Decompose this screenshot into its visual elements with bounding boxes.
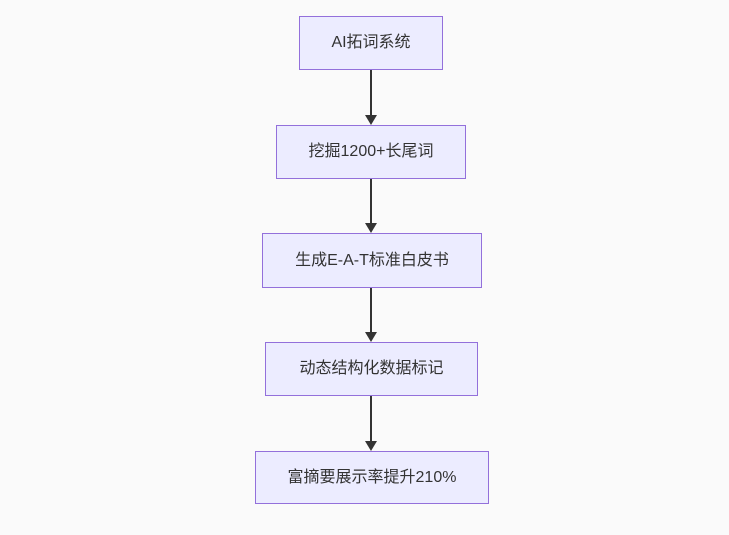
flow-arrow [365,288,377,342]
arrowhead-icon [365,332,377,342]
arrow-line [370,288,372,333]
arrowhead-icon [365,223,377,233]
flow-arrow [365,179,377,233]
flow-arrow [365,70,377,125]
arrow-line [370,396,372,442]
flow-node-eat-whitepaper: 生成E-A-T标准白皮书 [262,233,482,288]
flow-node-rich-snippet-rate: 富摘要展示率提升210% [255,451,489,504]
arrow-line [370,179,372,224]
flow-arrow [365,396,377,451]
flow-node-ai-keyword-system: AI拓词系统 [299,16,443,70]
flow-node-structured-data-markup: 动态结构化数据标记 [265,342,478,396]
arrowhead-icon [365,115,377,125]
arrowhead-icon [365,441,377,451]
arrow-line [370,70,372,116]
flow-node-longtail-mining: 挖掘1200+长尾词 [276,125,466,179]
